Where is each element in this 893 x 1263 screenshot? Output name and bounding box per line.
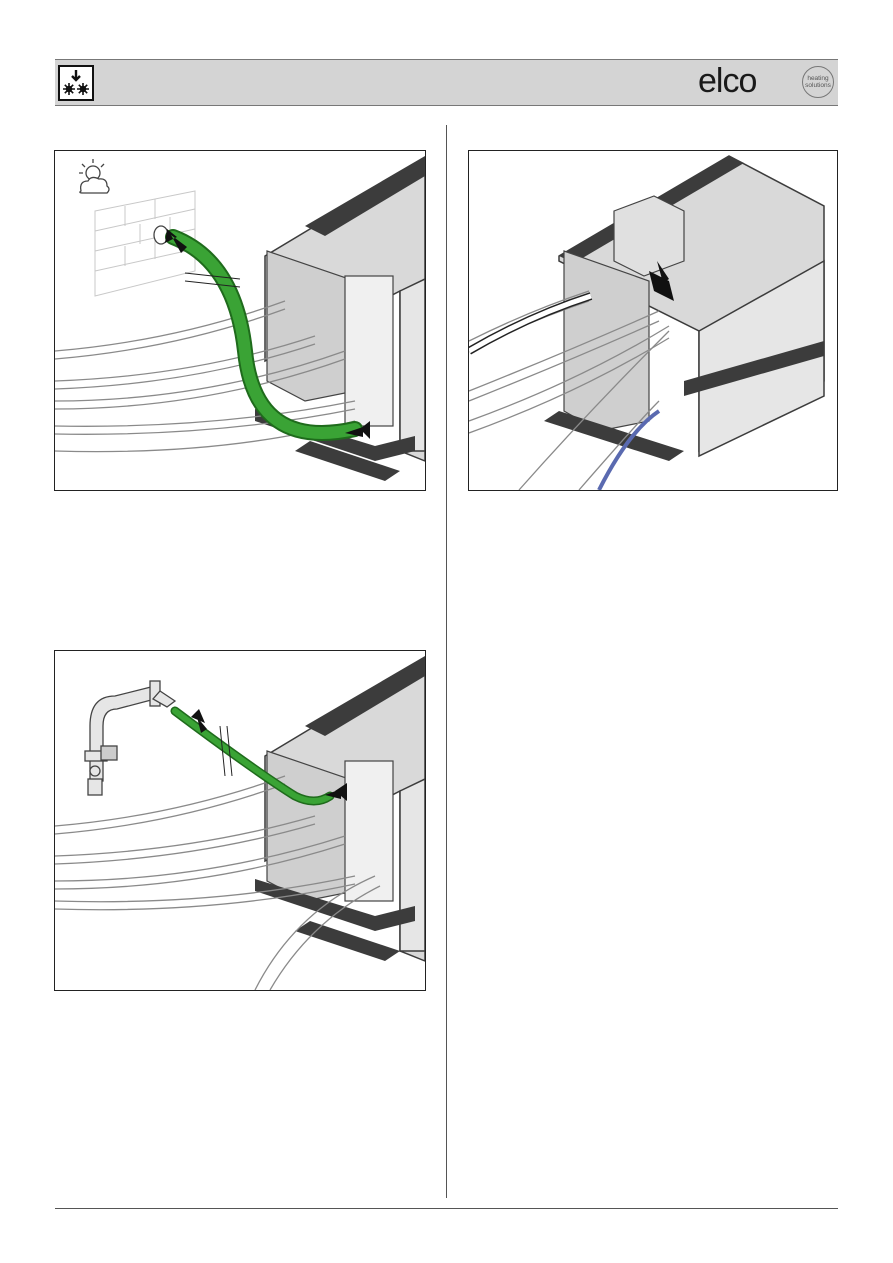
figure-gas-connection [54, 650, 426, 991]
boiler-illustration [255, 656, 425, 961]
figure-top-cover [468, 150, 838, 491]
brand-tagline-line1: heating [807, 75, 828, 82]
brand-logo: elco heating solutions [696, 64, 836, 102]
brand-tagline-badge: heating solutions [802, 66, 834, 98]
figure-condensate-hose [54, 150, 426, 491]
brand-tagline-line2: solutions [805, 82, 831, 89]
frost-protection-icon [58, 65, 94, 101]
brand-name: elco [698, 62, 756, 101]
gas-valve-illustration [85, 681, 175, 795]
boiler-illustration [544, 156, 824, 461]
column-divider [446, 125, 447, 1198]
weather-icon [79, 159, 109, 193]
page-header: elco heating solutions [55, 59, 838, 106]
footer-rule [55, 1208, 838, 1209]
